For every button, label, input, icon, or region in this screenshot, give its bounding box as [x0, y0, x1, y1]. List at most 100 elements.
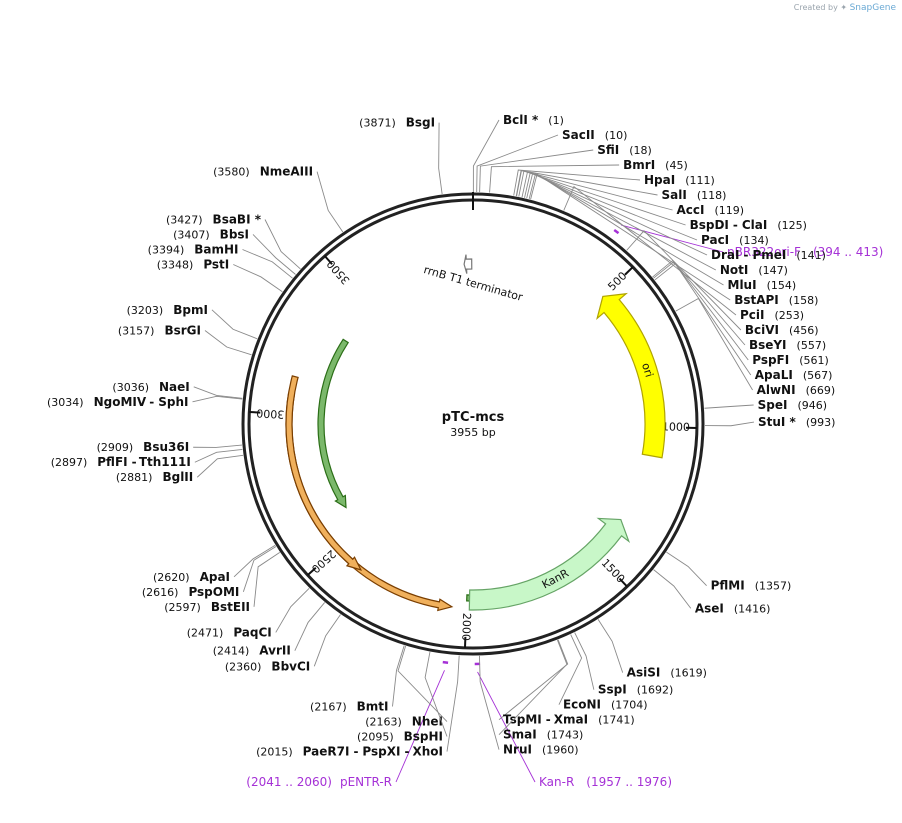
site-leader-line: [574, 632, 595, 690]
feature-arrow-rrnb-t1-terminator: [463, 254, 473, 274]
site-bsphi: (2095)BspHI: [357, 651, 448, 744]
site-position: (18): [629, 144, 652, 157]
site-position: (946): [797, 399, 827, 412]
site-label: (3034)NgoMIV-SphI: [47, 395, 189, 409]
site-leader-line: [275, 587, 310, 633]
site-enzyme-name: NruI: [503, 743, 532, 757]
site-position: (3580): [213, 166, 250, 179]
site-label: HpaI(111): [644, 173, 715, 187]
site-position: (993): [806, 416, 836, 429]
site-label: DraI-PmeI(141): [711, 248, 826, 262]
site-enzyme-name: NheI: [412, 715, 443, 729]
site-leader-line: [652, 259, 746, 346]
site-bspdi-clai: BspDI-ClaI(125): [518, 170, 807, 232]
site-leader-line: [498, 639, 568, 735]
site-label: (2414)AvrII: [213, 644, 291, 658]
site-position: (111): [685, 174, 715, 187]
site-label: SspI(1692): [598, 683, 673, 697]
site-leader-line: [204, 330, 252, 356]
site-enzyme-name: BbvCI: [271, 659, 310, 673]
site-leader-line: [521, 171, 698, 241]
site-econi: EcoNI(1704): [558, 634, 648, 712]
site-bsteii: (2597)BstEII: [164, 552, 281, 614]
plasmid-length: 3955 bp: [450, 426, 495, 439]
site-label: BseYI(557): [749, 338, 826, 352]
site-position: (2597): [164, 601, 201, 614]
site-enzyme-name: AlwNI: [757, 383, 796, 397]
site-label: (2616)PspOMI: [142, 585, 240, 599]
tick-2500: [307, 566, 317, 576]
site-enzyme-name: SpeI: [758, 398, 788, 412]
site-enzyme-name: StuI *: [758, 415, 797, 429]
site-label: (3427)BsaBI *: [166, 212, 262, 226]
site-bsrgi: (3157)BsrGI: [118, 323, 252, 356]
site-label: (2881)BglII: [116, 470, 193, 484]
site-asei: AseI(1416): [653, 569, 771, 615]
site-enzyme-name: PspXI: [362, 745, 400, 759]
site-position: (3157): [118, 324, 155, 337]
site-label: AseI(1416): [695, 601, 771, 615]
plasmid-backbone: [241, 192, 705, 656]
site-position: (2360): [225, 660, 262, 673]
site-noti: NotI(147): [526, 172, 788, 277]
site-sfii: SfiI(18): [479, 143, 652, 193]
site-leader-line: [526, 172, 717, 271]
site-position: (1357): [755, 580, 792, 593]
feature-arrow-kanr: [468, 517, 631, 611]
site-bcli: BclI *(1): [472, 113, 564, 193]
site-position: (2015): [256, 746, 293, 759]
site-leader-line: [193, 386, 243, 399]
site-drai-pmei: DraI-PmeI(141): [524, 171, 826, 262]
site-enzyme-name: BseYI: [749, 338, 787, 352]
site-enzyme-name: NgoMIV: [94, 395, 147, 409]
site-label: SalI(118): [662, 188, 727, 202]
site-position: (2414): [213, 645, 250, 658]
site-position: (147): [758, 264, 788, 277]
plasmid-name: pTC-mcs: [442, 410, 505, 425]
tick-3000: [249, 410, 261, 414]
site-naei: (3036)NaeI: [112, 380, 243, 399]
site-sacii: SacII(10): [476, 128, 627, 193]
site-bsabi: (3427)BsaBI *: [166, 212, 301, 270]
site-label: (2360) BbvCI: [225, 659, 310, 673]
site-label: (3348)PstI: [157, 257, 230, 271]
site-position: (3348): [157, 258, 194, 271]
site-position: (1704): [611, 699, 648, 712]
tick-label-3000: 3000: [256, 406, 285, 420]
site-leader-line: [397, 645, 448, 722]
site-position: (1692): [637, 684, 674, 697]
site-position: (1743): [547, 729, 584, 742]
site-leader-line: [192, 395, 243, 403]
site-position: (1619): [670, 667, 707, 680]
site-leader-line: [524, 171, 708, 256]
orf-arrow-4: [317, 338, 350, 509]
site-enzyme-name: SmaI: [503, 728, 537, 742]
site-enzyme-name: BstAPI: [734, 293, 779, 307]
site-position: (561): [799, 354, 829, 367]
site-label: (2015)PaeR7I-PspXI-XhoI: [256, 745, 443, 759]
site-leader-line: [193, 444, 242, 448]
site-pspfi: PspFI (561): [653, 261, 829, 367]
site-position: (1741): [598, 714, 635, 727]
site-label: (2909)Bsu36I: [97, 440, 190, 454]
site-enzyme-name: PspFI: [752, 353, 789, 367]
site-psti: (3348)PstI: [157, 257, 283, 293]
site-label: TspMI-XmaI(1741): [503, 713, 635, 727]
site-enzyme-name: BglII: [162, 470, 193, 484]
site-position: (1416): [734, 602, 771, 615]
site-position: (1): [548, 114, 564, 127]
site-position: (158): [789, 294, 819, 307]
site-label: PspFI (561): [752, 353, 829, 367]
site-label: (2163)NheI: [365, 715, 443, 729]
site-position: (118): [697, 189, 727, 202]
site-leader-line: [498, 639, 569, 721]
site-enzyme-name: AsiSI: [627, 666, 661, 680]
site-enzyme-name: ApaI: [200, 570, 230, 584]
site-leader-line: [472, 119, 500, 193]
site-ngomiv-sphi: (3034)NgoMIV-SphI: [47, 395, 243, 409]
site-leader-line: [242, 249, 293, 279]
site-enzyme-name: SacII: [562, 128, 595, 142]
site-label: EcoNI(1704): [563, 698, 648, 712]
site-bbsi: (3407)BbsI: [173, 227, 296, 275]
